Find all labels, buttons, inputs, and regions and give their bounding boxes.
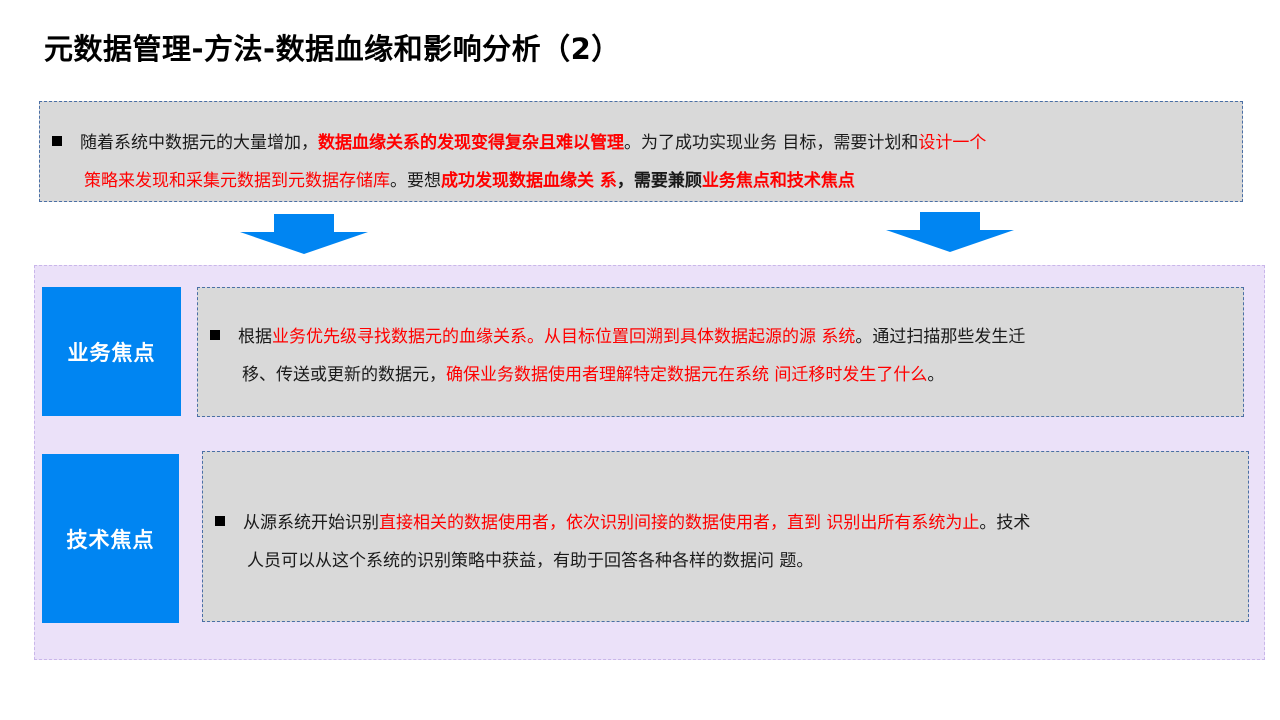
intro-seg-2: 。为了成功实现业务 目标，需要计划和: [624, 133, 919, 153]
technical-seg-3: 人员可以从这个系统的识别策略中获益，有助于回答各种各样的数据问 题。: [247, 551, 814, 571]
business-seg-2: 。通过扫描那些发生迁: [855, 327, 1026, 347]
business-seg-4: 确保业务数据使用者理解特定数据元在系统 间迁移时发生了什么: [446, 365, 928, 385]
business-seg-0: 根据: [238, 327, 272, 347]
intro-paragraph: 随着系统中数据元的大量增加，数据血缘关系的发现变得复杂且难以管理。为了成功实现业…: [52, 124, 1230, 200]
bullet-icon: [210, 330, 220, 340]
business-paragraph: 根据业务优先级寻找数据元的血缘关系。从目标位置回溯到具体数据起源的源 系统。通过…: [210, 318, 1231, 394]
business-seg-1: 业务优先级寻找数据元的血缘关系。从目标位置回溯到具体数据起源的源 系统: [272, 327, 856, 347]
bullet-icon: [52, 136, 62, 146]
business-line-2: 移、传送或更新的数据元，确保业务数据使用者理解特定数据元在系统 间迁移时发生了什…: [210, 356, 1231, 394]
page-title: 元数据管理-方法-数据血缘和影响分析（2）: [44, 32, 621, 66]
intro-line-2: 策略来发现和采集元数据到元数据存储库。要想成功发现数据血缘关 系，需要兼顾业务焦…: [52, 162, 1230, 200]
intro-box: 随着系统中数据元的大量增加，数据血缘关系的发现变得复杂且难以管理。为了成功实现业…: [39, 101, 1243, 202]
business-seg-5: 。: [927, 365, 945, 385]
technical-seg-2: 。技术: [979, 513, 1031, 533]
business-focus-box: 根据业务优先级寻找数据元的血缘关系。从目标位置回溯到具体数据起源的源 系统。通过…: [197, 287, 1244, 417]
business-focus-label: 业务焦点: [42, 287, 181, 416]
arrow-down-icon-right: [886, 212, 1014, 252]
technical-seg-1: 直接相关的数据使用者，依次识别间接的数据使用者，直到 识别出所有系统为止: [379, 513, 980, 533]
intro-seg-6: 成功发现数据血缘关 系: [441, 171, 617, 191]
technical-seg-0: 从源系统开始识别: [243, 513, 379, 533]
technical-focus-box: 从源系统开始识别直接相关的数据使用者，依次识别间接的数据使用者，直到 识别出所有…: [202, 451, 1249, 622]
intro-seg-4: 策略来发现和采集元数据到元数据存储库: [84, 171, 390, 191]
business-seg-3: 移、传送或更新的数据元，: [242, 365, 446, 385]
intro-seg-0: 随着系统中数据元的大量增加，: [80, 133, 318, 153]
intro-seg-7: ，需要兼顾: [616, 171, 702, 191]
intro-seg-8: 业务焦点和技术焦点: [701, 171, 855, 191]
intro-seg-5: 。要想: [390, 171, 441, 191]
intro-line-1: 随着系统中数据元的大量增加，数据血缘关系的发现变得复杂且难以管理。为了成功实现业…: [52, 124, 1230, 162]
technical-line-1: 从源系统开始识别直接相关的数据使用者，依次识别间接的数据使用者，直到 识别出所有…: [215, 504, 1236, 542]
technical-paragraph: 从源系统开始识别直接相关的数据使用者，依次识别间接的数据使用者，直到 识别出所有…: [215, 504, 1236, 580]
technical-focus-label: 技术焦点: [42, 454, 179, 623]
intro-seg-3: 设计一个: [918, 133, 987, 153]
intro-seg-1: 数据血缘关系的发现变得复杂且难以管理: [318, 133, 624, 153]
technical-line-2: 人员可以从这个系统的识别策略中获益，有助于回答各种各样的数据问 题。: [215, 542, 1236, 580]
business-line-1: 根据业务优先级寻找数据元的血缘关系。从目标位置回溯到具体数据起源的源 系统。通过…: [210, 318, 1231, 356]
arrow-down-icon-left: [240, 214, 368, 254]
bullet-icon: [215, 516, 225, 526]
